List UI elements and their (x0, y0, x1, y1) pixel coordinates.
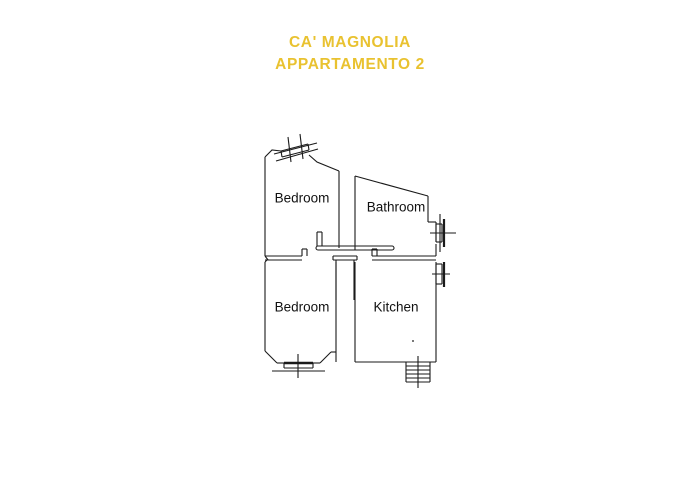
room-label-bedroom-lower: Bedroom (275, 300, 330, 315)
wall-mid-divider (264, 248, 436, 300)
wall-bedroom-lower (264, 258, 337, 364)
title-line-2: APPARTAMENTO 2 (275, 56, 425, 74)
room-label-bathroom: Bathroom (367, 200, 426, 215)
room-label-kitchen: Kitchen (373, 300, 418, 315)
room-label-bedroom-upper: Bedroom (275, 191, 330, 206)
title-block: CA' MAGNOLIA APPARTAMENTO 2 (0, 32, 700, 77)
title-line-1: CA' MAGNOLIA (289, 34, 411, 51)
window-bottom-bedroom (272, 354, 325, 378)
window-right-kitchen (432, 262, 450, 287)
wall-bedroom-upper (264, 149, 340, 256)
stair-bottom-kitchen (405, 356, 431, 388)
wall-hall-upper (315, 231, 395, 251)
kitchen-mark (412, 340, 414, 342)
window-right-bathroom (430, 214, 456, 252)
window-top-bedroom (273, 133, 319, 163)
